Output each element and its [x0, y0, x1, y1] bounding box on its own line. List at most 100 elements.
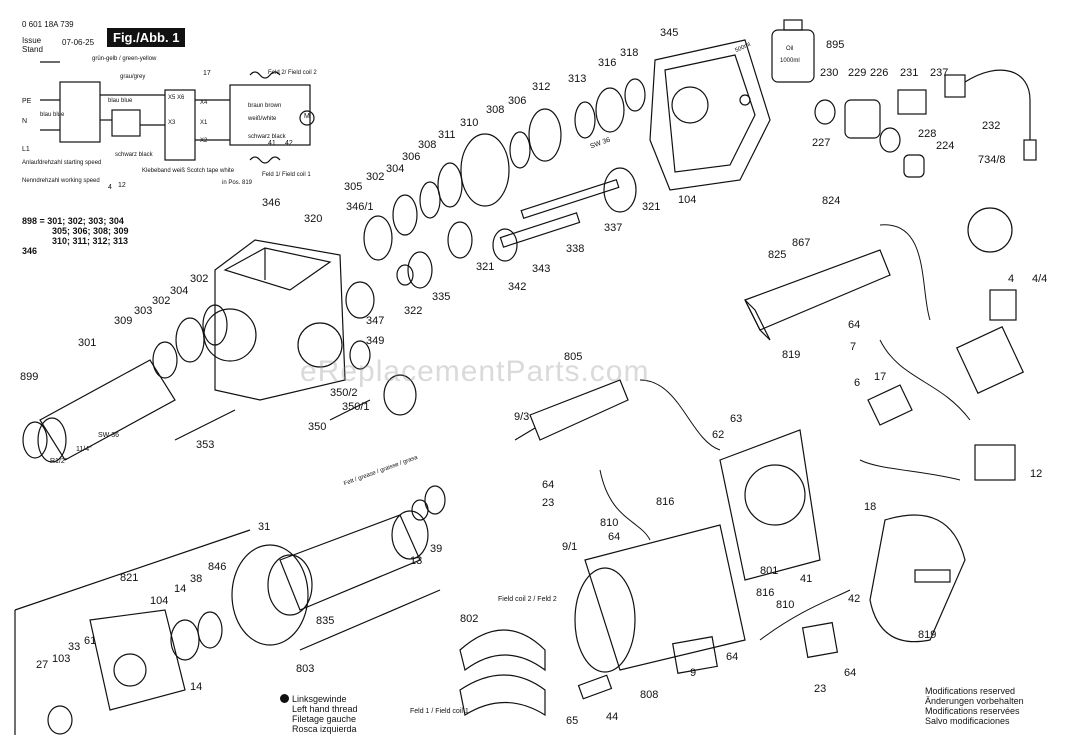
- mods-line-2: Änderungen vorbehalten: [925, 696, 1024, 706]
- part-39: 39: [430, 543, 443, 555]
- part-306b: 306: [402, 151, 421, 163]
- part-38: 38: [190, 573, 203, 585]
- mods-line-1: Modifications reserved: [925, 686, 1016, 696]
- part-23b: 23: [814, 683, 827, 695]
- part-337: 337: [604, 222, 623, 234]
- part-306a: 306: [508, 95, 527, 107]
- part-349: 349: [366, 335, 385, 347]
- part-350-1: 350/1: [342, 401, 370, 413]
- part-227: 227: [812, 137, 831, 149]
- issue-label: Issue: [22, 36, 42, 45]
- terminal-x3: X3: [168, 120, 176, 126]
- wiring-42: 42: [285, 140, 293, 147]
- part-808: 808: [640, 689, 659, 701]
- wire-black-2: schwarz black: [248, 134, 286, 140]
- part-819a: 819: [782, 349, 801, 361]
- part-302a: 302: [366, 171, 385, 183]
- part-825: 825: [768, 249, 787, 261]
- part-63: 63: [730, 413, 743, 425]
- issue-date: 07-06-25: [62, 38, 95, 47]
- part-342: 342: [508, 281, 527, 293]
- part-4-4: 4/4: [1032, 273, 1048, 285]
- part-899: 899: [20, 371, 39, 383]
- actuator-17: [867, 384, 913, 426]
- wrench-sw36-b: SW 36: [98, 432, 120, 439]
- part-64c: 64: [608, 531, 621, 543]
- part-303: 303: [134, 305, 153, 317]
- kit-note: 898 = 301; 302; 303; 304 305; 306; 308; …: [22, 216, 129, 256]
- part-7: 7: [850, 341, 857, 353]
- part-338: 338: [566, 243, 585, 255]
- gear-housing-345: [649, 39, 771, 191]
- part-322: 322: [404, 305, 423, 317]
- handle-819: [869, 514, 966, 643]
- part-810a: 810: [600, 517, 619, 529]
- part-4: 4: [1008, 273, 1015, 285]
- wire-blue-1: blau blue: [40, 112, 65, 118]
- part-104a: 104: [678, 194, 697, 206]
- part-42: 42: [848, 593, 861, 605]
- kit-note-line-1: 898 = 301; 302; 303; 304: [22, 216, 124, 226]
- part-237: 237: [930, 67, 949, 79]
- wiring-17: 17: [203, 70, 211, 77]
- part-312: 312: [532, 81, 551, 93]
- starting-speed-label: Anlaufdrehzahl starting speed: [22, 160, 102, 166]
- part-103: 103: [52, 653, 71, 665]
- field-coil-2-label: Feld 2/ Field coil 2: [268, 70, 317, 76]
- issue-block: Issue Stand: [22, 36, 43, 54]
- part-802: 802: [460, 613, 479, 625]
- working-speed-label: Nenndrehzahl working speed: [22, 178, 100, 184]
- wiring-12: 12: [118, 182, 126, 189]
- part-835: 835: [316, 615, 335, 627]
- part-345: 345: [660, 27, 679, 39]
- wire-green-yellow: grün-gelb / green-yellow: [92, 56, 157, 62]
- part-810b: 810: [776, 599, 795, 611]
- stand-label: Stand: [22, 45, 43, 54]
- terminal-x4: X4: [200, 100, 208, 106]
- wire-blue-2: blau blue: [108, 98, 133, 104]
- wire-pe: PE: [22, 98, 32, 105]
- part-347: 347: [366, 315, 385, 327]
- wiring-in-pos-819: in Pos. 819: [222, 180, 253, 186]
- part-229: 229: [848, 67, 867, 79]
- motor-m-label: M: [304, 113, 310, 120]
- doc-number: 0 601 18A 739: [22, 20, 74, 29]
- part-64d: 64: [726, 651, 739, 663]
- wire-white: weiß/white: [248, 116, 277, 122]
- part-9: 9: [690, 667, 697, 679]
- part-320: 320: [304, 213, 323, 225]
- part-302c: 302: [152, 295, 171, 307]
- part-104b: 104: [150, 595, 169, 607]
- legend-line-3: Filetage gauche: [292, 714, 357, 724]
- part-304: 304: [386, 163, 405, 175]
- part-801: 801: [760, 565, 779, 577]
- part-346: 346: [262, 197, 281, 209]
- part-44: 44: [606, 711, 619, 723]
- coupler-assembly: [814, 69, 1037, 178]
- part-23a: 23: [542, 497, 555, 509]
- part-231: 231: [900, 67, 919, 79]
- part-226: 226: [870, 67, 889, 79]
- thread-r1-2: R1/2": [50, 458, 68, 465]
- part-350: 350: [308, 421, 327, 433]
- part-308a: 308: [486, 104, 505, 116]
- part-343: 343: [532, 263, 551, 275]
- part-350-2: 350/2: [330, 387, 358, 399]
- armature-31: [231, 485, 446, 646]
- part-824: 824: [822, 195, 841, 207]
- wiring-schematic: [40, 61, 315, 164]
- part-18: 18: [864, 501, 877, 513]
- part-64a: 64: [848, 319, 861, 331]
- field-coil-2-part-label: Field coil 2 / Feld 2: [498, 596, 557, 603]
- part-9-1: 9/1: [562, 541, 578, 553]
- part-33: 33: [68, 641, 81, 653]
- part-803: 803: [296, 663, 315, 675]
- part-12: 12: [1030, 468, 1043, 480]
- part-805: 805: [564, 351, 583, 363]
- part-14b: 14: [190, 681, 203, 693]
- part-41: 41: [800, 573, 813, 585]
- part-17: 17: [874, 371, 887, 383]
- part-230: 230: [820, 67, 839, 79]
- field-coil-1-label: Feld 1/ Field coil 1: [262, 172, 311, 178]
- wire-brown: braun brown: [248, 103, 282, 109]
